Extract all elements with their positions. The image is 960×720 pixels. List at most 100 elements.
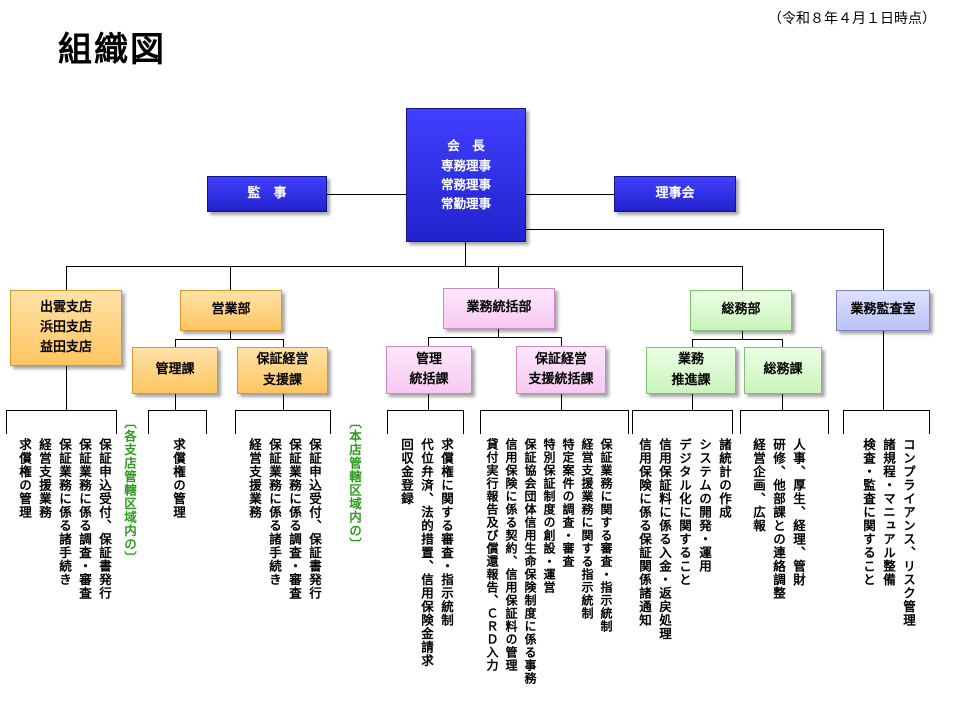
ops-hosho-label-2: 支援統括課 bbox=[528, 372, 594, 387]
connector-operations bbox=[498, 266, 499, 288]
bracket-gen-suishin-r bbox=[732, 410, 733, 434]
duty-item: 保証協会団体信用生命保険制度に係る事務 bbox=[523, 438, 537, 685]
bracket-sales-kanri bbox=[148, 410, 206, 411]
general-dept-label: 総務部 bbox=[721, 302, 761, 318]
ops-hosho-duties: 保証業務に関する審査・指示統制 経営支援業務に関する指示統制 特定案件の調査・審… bbox=[482, 438, 615, 685]
connector-ops-hosho bbox=[561, 337, 562, 346]
duty-item: 代位弁済、法的措置、信用保険金請求 bbox=[419, 438, 434, 668]
duty-item: 経営支援業務に関する指示統制 bbox=[580, 438, 594, 620]
duty-item: 保証業務に係る調査・審査 bbox=[77, 438, 92, 600]
bracket-audit bbox=[843, 410, 929, 411]
branches-box: 出雲支店 浜田支店 益田支店 bbox=[10, 290, 122, 366]
sales-kanri-box: 管理課 bbox=[132, 347, 218, 394]
connector-gen-suishin bbox=[692, 339, 693, 347]
connector-sales-sections bbox=[230, 331, 231, 339]
connector-audit-v bbox=[883, 229, 884, 290]
gen-somu-duties: 人事、厚生、経理、管財 研修、他部課との連絡調整 経営企画、広報 bbox=[748, 438, 808, 600]
sales-dept-box: 営業部 bbox=[180, 290, 282, 331]
sales-hosho-label-2: 支援課 bbox=[262, 372, 302, 388]
auditor-box: 監 事 bbox=[207, 176, 327, 212]
connector-auditor bbox=[327, 194, 406, 195]
bracket-gen-somu bbox=[740, 410, 828, 411]
ops-kanri-label-2: 統括課 bbox=[409, 372, 449, 387]
bracket-gen-suishin-stem bbox=[692, 394, 693, 410]
duty-item: 研修、他部課との連絡調整 bbox=[771, 438, 786, 600]
duty-item: 保証申込受付、保証書発行 bbox=[97, 438, 112, 600]
audit-duties: コンプライアンス、リスク管理 諸規程・マニュアル整備 検査・監査に関すること bbox=[858, 438, 918, 627]
duty-item: 諸統計の作成 bbox=[717, 438, 732, 519]
auditor-label: 監 事 bbox=[247, 185, 287, 201]
sales-kanri-label: 管理課 bbox=[155, 362, 195, 378]
gen-somu-label: 総務課 bbox=[763, 362, 803, 378]
gen-suishin-duties: 諸統計の作成 システムの開発・運用 デジタル化に関すること 信用保証料に係る入金… bbox=[634, 438, 734, 641]
bracket-audit-stem bbox=[883, 331, 884, 410]
duty-item: 保証業務に係る調査・審査 bbox=[287, 438, 302, 600]
bracket-ops-kanri bbox=[387, 410, 463, 411]
bracket-gen-suishin-l bbox=[632, 410, 633, 434]
connector-sales-hosho bbox=[283, 339, 284, 347]
duty-item: 求償権の管理 bbox=[17, 438, 32, 519]
sales-area-note: 〔本店管轄区域内の〕 bbox=[344, 416, 364, 551]
gen-suishin-label-2: 推進課 bbox=[671, 372, 711, 388]
bracket-sales-hosho-r bbox=[330, 410, 331, 434]
sales-hosho-duties: 保証申込受付、保証書発行 保証業務に係る調査・審査 保証業務に係る諸手続き 経営… bbox=[244, 438, 324, 600]
duty-item: 人事、厚生、経理、管財 bbox=[791, 438, 806, 587]
duty-item: 経営企画、広報 bbox=[751, 438, 766, 533]
bracket-audit-r bbox=[929, 410, 930, 434]
bracket-ops-hosho-stem bbox=[561, 394, 562, 410]
duty-item: 特定案件の調査・審査 bbox=[561, 438, 575, 568]
bracket-sales-kanri-stem bbox=[175, 394, 176, 410]
senior-director-label: 専務理事 bbox=[440, 157, 491, 173]
branch-area-note: 〔各支店管轄区域内の〕 bbox=[119, 416, 139, 565]
branch-duties: 保証申込受付、保証書発行 保証業務に係る調査・審査 保証業務に係る諸手続き 経営… bbox=[14, 438, 114, 600]
hamada-branch-label: 浜田支店 bbox=[39, 319, 92, 335]
bracket-gen-suishin bbox=[632, 410, 732, 411]
ops-kanri-box: 管理 統括課 bbox=[386, 346, 472, 394]
duty-item: 保証業務に係る諸手続き bbox=[267, 438, 282, 587]
izumo-branch-label: 出雲支店 bbox=[39, 299, 92, 315]
connector-chair-down bbox=[465, 242, 466, 266]
duty-item: 諸規程・マニュアル整備 bbox=[881, 438, 896, 587]
duty-item: 保証業務に係る諸手続き bbox=[57, 438, 72, 587]
operations-dept-box: 業務統括部 bbox=[443, 288, 555, 329]
duty-item: 特別保証制度の創設・運営 bbox=[542, 438, 556, 594]
page-title: 組織図 bbox=[58, 30, 166, 70]
bracket-ops-hosho-r bbox=[628, 410, 629, 434]
duty-item: デジタル化に関すること bbox=[677, 438, 692, 587]
gen-suishin-box: 業務 推進課 bbox=[646, 347, 736, 394]
connector-board bbox=[526, 194, 614, 195]
general-dept-box: 総務部 bbox=[690, 290, 792, 331]
connector-dept-bus bbox=[66, 266, 742, 267]
duty-item: 保証業務に関する審査・指示統制 bbox=[599, 438, 613, 633]
connector-gen-somu bbox=[782, 339, 783, 347]
bracket-ops-hosho bbox=[480, 410, 628, 411]
duty-item: 信用保険に係る契約、信用保証料の管理 bbox=[504, 438, 518, 672]
chairman-box: 会 長 専務理事 常務理事 常勤理事 bbox=[406, 108, 526, 242]
bracket-sales-hosho bbox=[235, 410, 330, 411]
ops-hosho-box: 保証経営 支援統括課 bbox=[516, 346, 606, 394]
connector-sales-bus bbox=[175, 339, 283, 340]
duty-item: 経営支援業務 bbox=[247, 438, 262, 519]
connector-sales-kanri bbox=[175, 339, 176, 347]
sales-hosho-box: 保証経営 支援課 bbox=[237, 347, 328, 394]
connector-ops-kanri bbox=[428, 337, 429, 346]
audit-office-box: 業務監査室 bbox=[836, 290, 930, 331]
duty-item: コンプライアンス、リスク管理 bbox=[901, 438, 916, 627]
sales-kanri-duties: 求償権の管理 bbox=[168, 438, 188, 519]
bracket-ops-hosho-l bbox=[480, 410, 481, 434]
ops-kanri-duties: 求償権に関する審査・指示統制 代位弁済、法的措置、信用保険金請求 回収金登録 bbox=[396, 438, 456, 668]
bracket-ops-kanri-stem bbox=[428, 394, 429, 410]
ops-hosho-label-1: 保証経営 bbox=[534, 351, 587, 367]
connector-gen-sections bbox=[742, 331, 743, 339]
sales-hosho-label-1: 保証経営 bbox=[256, 352, 309, 368]
bracket-sales-hosho-stem bbox=[283, 394, 284, 410]
audit-office-label: 業務監査室 bbox=[850, 302, 916, 318]
duty-item: 求償権の管理 bbox=[171, 438, 186, 519]
duty-item: 経営支援業務 bbox=[37, 438, 52, 519]
connector-sales bbox=[230, 266, 231, 290]
bracket-ops-kanri-l bbox=[387, 410, 388, 434]
duty-item: 信用保証料に係る入金・返戻処理 bbox=[657, 438, 672, 641]
connector-branches bbox=[66, 266, 67, 290]
bracket-sales-kanri-l bbox=[148, 410, 149, 434]
bracket-audit-l bbox=[843, 410, 844, 434]
